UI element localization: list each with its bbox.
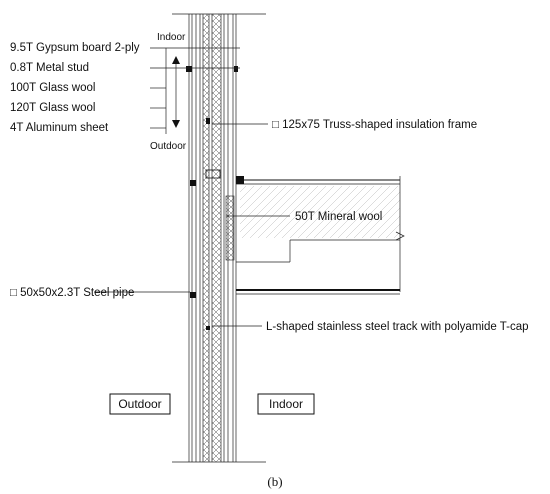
lower-beam — [236, 289, 400, 295]
mineral-wool-block — [225, 195, 235, 261]
layer-label-aluminum: 4T Aluminum sheet — [10, 122, 109, 134]
layer-label-gypsum: 9.5T Gypsum board 2-ply — [10, 42, 140, 54]
layer-label-glass-wool-100: 100T Glass wool — [10, 82, 95, 94]
direction-label-indoor: Indoor — [157, 32, 186, 43]
layer-label-metal-stud: 0.8T Metal stud — [10, 62, 89, 74]
callout-steel-pipe: □ 50x50x2.3T Steel pipe — [10, 287, 134, 299]
indoor-box — [257, 393, 315, 415]
outdoor-box — [109, 393, 171, 415]
callout-mineral-wool: 50T Mineral wool — [295, 211, 382, 223]
layer-leader-lines — [150, 47, 240, 134]
direction-arrow — [172, 56, 180, 128]
floor-slab — [236, 176, 405, 292]
direction-label-outdoor: Outdoor — [150, 141, 187, 152]
layer-label-glass-wool-120: 120T Glass wool — [10, 102, 95, 114]
figure-caption: (b) — [267, 474, 282, 489]
indoor-box-label: Indoor — [269, 397, 303, 411]
outdoor-box-label: Outdoor — [118, 397, 161, 411]
wall-fasteners — [186, 66, 244, 330]
glass-wool-layer-b — [212, 14, 221, 462]
callout-track: L-shaped stainless steel track with poly… — [266, 321, 529, 333]
callout-truss-frame: □ 125x75 Truss-shaped insulation frame — [272, 119, 477, 131]
glass-wool-layer-a — [203, 14, 209, 462]
